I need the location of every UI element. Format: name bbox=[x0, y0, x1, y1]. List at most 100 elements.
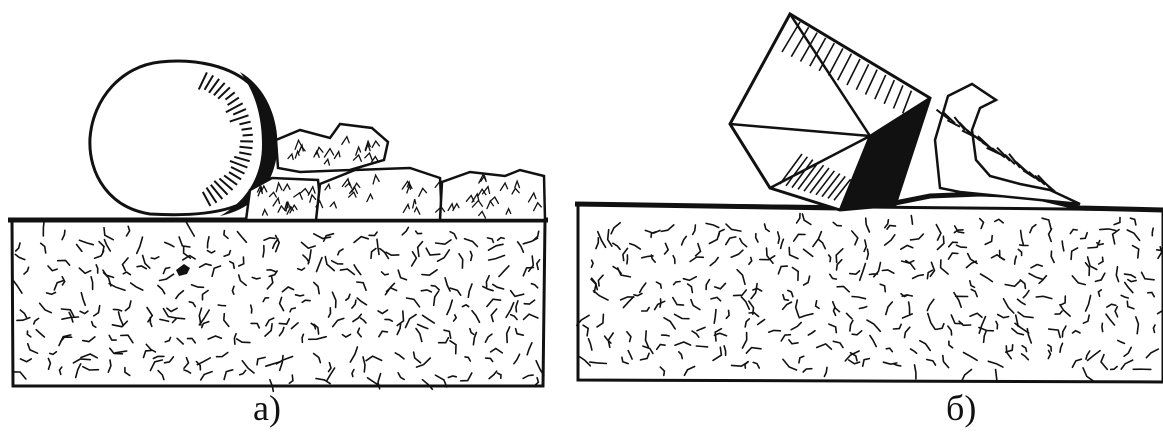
soil-grain bbox=[135, 236, 144, 255]
soil-grain bbox=[1069, 228, 1078, 235]
hatch-line bbox=[232, 108, 247, 116]
soil-grain bbox=[72, 358, 92, 364]
soil-grain bbox=[385, 286, 398, 293]
soil-grain bbox=[98, 240, 105, 253]
soil-grain bbox=[487, 254, 506, 261]
soil-grain bbox=[1096, 241, 1104, 246]
soil-grain bbox=[12, 279, 23, 294]
soil-grain bbox=[420, 289, 433, 293]
soil-grain bbox=[885, 301, 894, 316]
hatch-line bbox=[225, 102, 244, 114]
soil-grain bbox=[129, 282, 144, 291]
soil-grain bbox=[1106, 303, 1117, 308]
soil-grain bbox=[108, 282, 126, 292]
soil-grain bbox=[780, 333, 792, 342]
soil-grain bbox=[201, 289, 209, 301]
soil-grain bbox=[351, 368, 355, 378]
crystal-edge-5 bbox=[769, 134, 871, 190]
soil-grain bbox=[47, 265, 58, 272]
soil-grain bbox=[935, 223, 942, 241]
soil-grain bbox=[861, 357, 871, 367]
soil-grain bbox=[990, 253, 1005, 261]
soil-grain bbox=[125, 225, 131, 237]
soil-grain bbox=[345, 293, 351, 301]
soil-grain bbox=[782, 358, 798, 371]
soil-grain bbox=[109, 347, 124, 355]
soil-grain bbox=[446, 299, 454, 316]
soil-grain bbox=[249, 304, 253, 314]
soil-grain bbox=[1047, 344, 1053, 352]
hatch-line bbox=[230, 166, 245, 175]
hatch-line bbox=[413, 206, 421, 215]
hatch-line bbox=[478, 173, 487, 184]
soil-grain bbox=[447, 375, 458, 379]
soil-grain bbox=[1029, 223, 1037, 234]
soil-grain bbox=[294, 294, 305, 297]
soil-grain bbox=[640, 306, 650, 312]
soil-grain bbox=[266, 275, 274, 290]
hatch-line bbox=[821, 173, 841, 198]
soil-grain bbox=[80, 291, 87, 307]
soil-grain bbox=[356, 281, 367, 292]
soil-grain bbox=[849, 319, 854, 332]
hatch-line bbox=[883, 79, 896, 105]
soil-grain bbox=[835, 258, 843, 271]
soil-grain bbox=[863, 239, 868, 253]
soil-grain bbox=[217, 304, 227, 307]
hatch-line bbox=[412, 199, 417, 209]
hatch-line bbox=[477, 188, 487, 197]
soil-grain bbox=[962, 351, 978, 362]
soil-grain bbox=[469, 327, 475, 336]
soil-grain bbox=[622, 247, 629, 262]
soil-grain bbox=[907, 301, 911, 315]
soil-grain bbox=[467, 283, 473, 299]
soil-grain bbox=[1004, 344, 1014, 353]
soil-grain bbox=[1002, 297, 1015, 314]
soil-grain bbox=[913, 364, 917, 380]
soil-grain bbox=[68, 311, 74, 323]
soil-grain bbox=[814, 300, 820, 310]
hatch-line bbox=[355, 145, 362, 156]
soil-grain bbox=[526, 342, 533, 356]
soil-grain bbox=[331, 291, 337, 309]
soil-grain bbox=[122, 271, 132, 276]
hatch-line bbox=[846, 58, 861, 86]
hatch-line bbox=[293, 191, 303, 200]
soil-grain bbox=[313, 281, 320, 295]
soil-grain bbox=[421, 378, 434, 391]
soil-grain bbox=[845, 312, 853, 320]
soil-grain bbox=[271, 238, 279, 250]
soil-grain bbox=[798, 312, 814, 319]
soil-grain bbox=[1028, 272, 1044, 280]
soil-grain bbox=[650, 254, 656, 263]
hatch-line bbox=[294, 138, 303, 150]
soil-grain bbox=[188, 301, 197, 308]
soil-grain bbox=[484, 333, 493, 343]
soil-grain bbox=[1117, 339, 1126, 345]
soil-grain bbox=[858, 305, 868, 310]
soil-grain bbox=[621, 356, 629, 365]
panel-a-dark-inclusion bbox=[176, 264, 190, 276]
soil-grain bbox=[1004, 280, 1021, 288]
hatch-line bbox=[785, 156, 809, 187]
soil-grain bbox=[953, 291, 962, 308]
soil-grain bbox=[953, 225, 965, 234]
hatch-line bbox=[277, 204, 286, 213]
soil-grain bbox=[351, 299, 357, 309]
hatch-line bbox=[268, 191, 277, 198]
soil-grain bbox=[595, 237, 600, 250]
rock-lower-middle bbox=[314, 166, 444, 222]
soil-grain bbox=[157, 284, 166, 295]
panel-a bbox=[8, 59, 548, 393]
round-boulder bbox=[88, 59, 278, 217]
soil-grain bbox=[412, 351, 422, 364]
hatch-line bbox=[364, 151, 373, 161]
soil-ridge-outline bbox=[933, 82, 1081, 206]
soil-grain bbox=[353, 235, 370, 244]
hatch-line bbox=[799, 32, 818, 62]
soil-grain bbox=[103, 226, 114, 241]
soil-grain bbox=[650, 230, 657, 239]
soil-grain bbox=[35, 328, 46, 338]
hatch-line bbox=[371, 155, 380, 163]
hatch-line bbox=[210, 184, 224, 200]
